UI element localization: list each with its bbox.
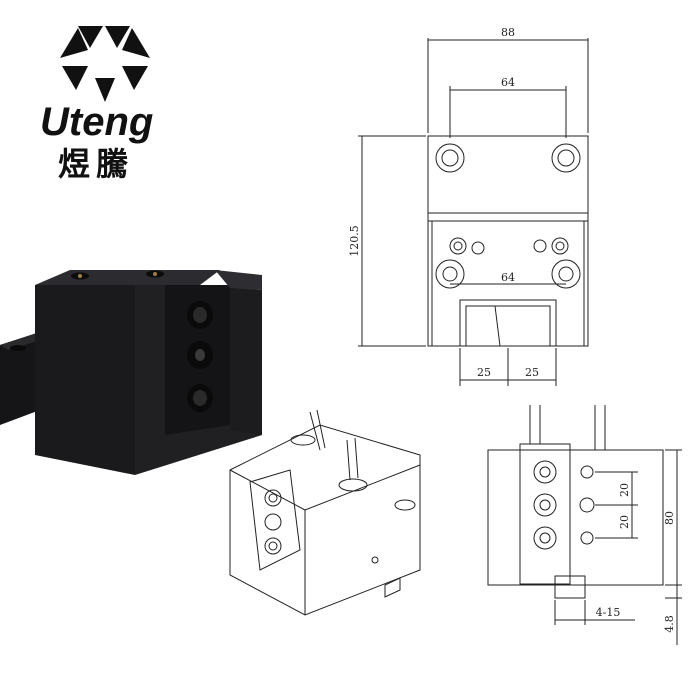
isometric-drawing [229,410,421,616]
front-view-drawing: 88 64 64 120.5 25 25 [348,26,589,386]
dim-spacing-lower: 20 [618,515,631,529]
dim-key-width: 4-15 [596,606,621,619]
brand-name-latin: Uteng [40,100,154,144]
dim-side-height: 80 [663,511,676,525]
dim-spacing-upper: 20 [618,483,631,497]
dim-slot-left: 25 [477,366,491,379]
brand-logo [40,18,170,188]
product-photo [0,270,262,475]
side-view-drawing: 20 20 80 4-15 4.8 [487,405,682,645]
brand-name-cjk: 煜騰 [58,145,135,183]
dim-slot-right: 25 [525,366,539,379]
dim-key-height: 4.8 [663,615,676,633]
dim-hole-spacing-top: 64 [501,76,515,89]
dim-width-overall: 88 [501,26,515,39]
dim-hole-spacing-bottom: 64 [501,271,515,284]
hexagon-triangles-logo-icon [60,26,150,102]
dim-height-overall: 120.5 [348,225,361,257]
